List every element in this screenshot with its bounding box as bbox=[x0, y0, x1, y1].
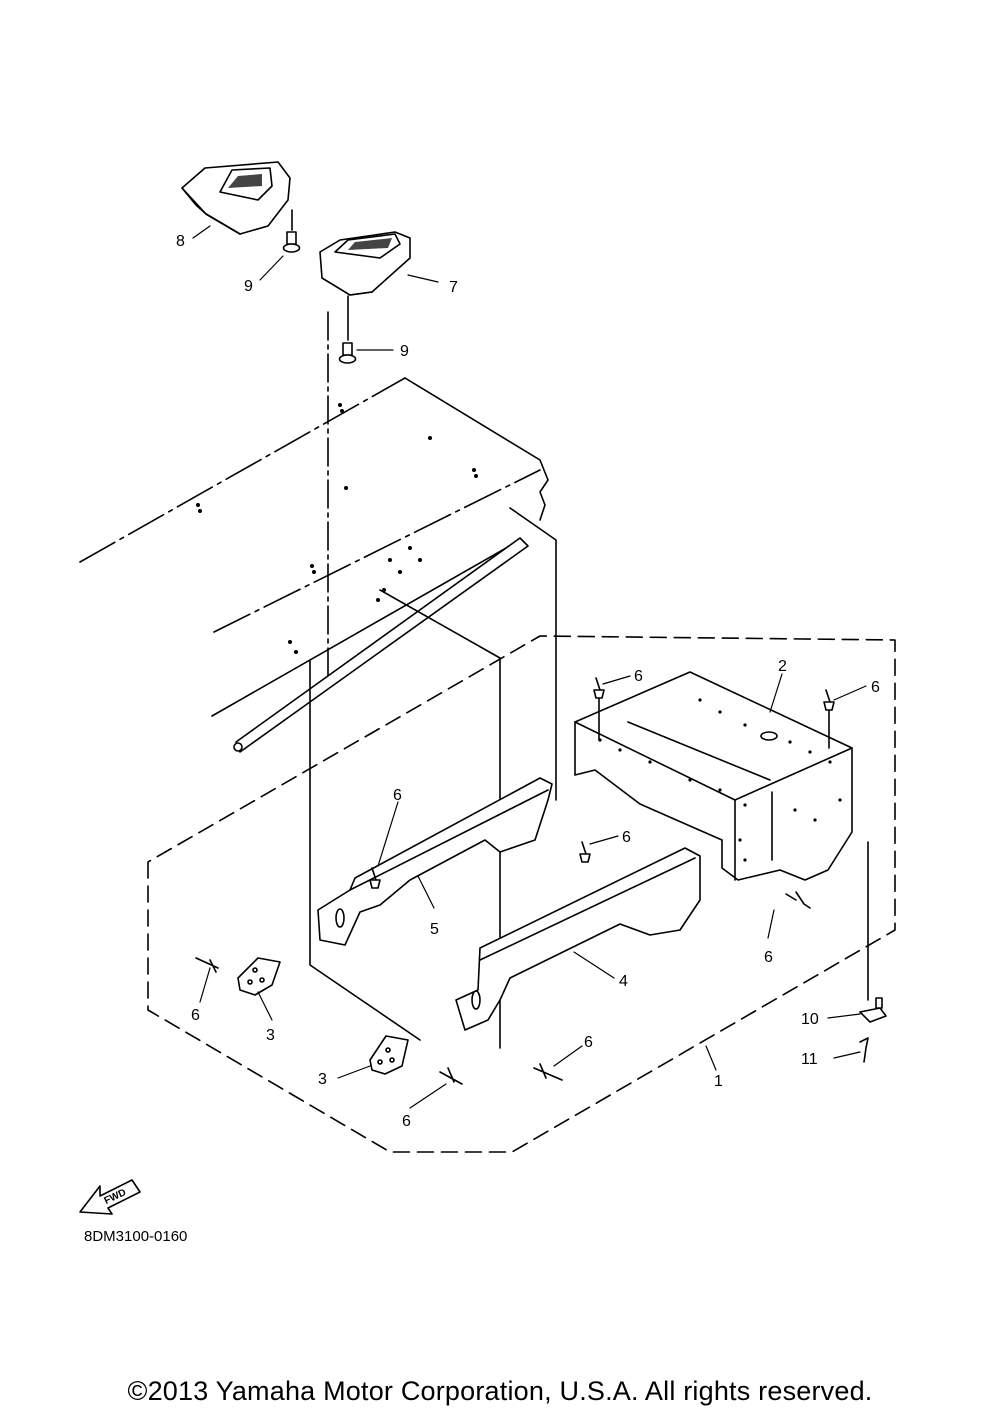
rivet-6f bbox=[195, 957, 219, 973]
callout-6b: 6 bbox=[871, 679, 880, 696]
callout-2: 2 bbox=[778, 658, 787, 675]
rivet-11 bbox=[859, 1037, 869, 1063]
rivet-6h bbox=[533, 1063, 563, 1081]
rivet-6a bbox=[593, 677, 605, 741]
callout-6g: 6 bbox=[402, 1113, 411, 1130]
callout-10: 10 bbox=[801, 1011, 819, 1028]
callout-11: 11 bbox=[801, 1051, 818, 1068]
bolt-9b bbox=[338, 342, 357, 364]
frame-rail-4 bbox=[455, 847, 701, 1031]
assembly-1-outline bbox=[147, 635, 896, 1153]
callout-9a: 9 bbox=[244, 278, 253, 295]
rivet-6c bbox=[369, 867, 381, 889]
callout-6c: 6 bbox=[393, 787, 402, 804]
callout-5: 5 bbox=[430, 921, 439, 938]
callout-8: 8 bbox=[176, 233, 185, 250]
callout-4: 4 bbox=[619, 973, 628, 990]
callout-6a: 6 bbox=[634, 668, 643, 685]
leader-lines bbox=[192, 225, 867, 1109]
rivet-6e bbox=[785, 891, 811, 909]
fwd-arrow-icon: FWD bbox=[79, 1179, 141, 1215]
plate-3a bbox=[237, 957, 281, 996]
frame-body bbox=[79, 311, 557, 1049]
callout-6f: 6 bbox=[191, 1007, 200, 1024]
bracket-10 bbox=[859, 997, 887, 1023]
callout-3b: 3 bbox=[318, 1071, 327, 1088]
bolt-9a bbox=[282, 231, 301, 253]
copyright-notice: ©2013 Yamaha Motor Corporation, U.S.A. A… bbox=[127, 1376, 873, 1406]
rivet-6b bbox=[823, 689, 835, 749]
footrest-8 bbox=[181, 161, 291, 235]
callout-1: 1 bbox=[714, 1073, 723, 1090]
plate-3b bbox=[369, 1035, 409, 1075]
rivet-6d bbox=[579, 841, 591, 863]
callout-7: 7 bbox=[449, 279, 458, 296]
footrest-7 bbox=[319, 231, 411, 296]
callout-3a: 3 bbox=[266, 1027, 275, 1044]
rivet-6g bbox=[439, 1067, 463, 1085]
callout-6e: 6 bbox=[764, 949, 773, 966]
frame-rail-5 bbox=[317, 777, 553, 946]
callout-9b: 9 bbox=[400, 343, 409, 360]
diagram-code: 8DM3100-0160 bbox=[84, 1228, 188, 1245]
callout-6d: 6 bbox=[622, 829, 631, 846]
frame-part-2 bbox=[574, 671, 853, 881]
callout-6h: 6 bbox=[584, 1034, 593, 1051]
